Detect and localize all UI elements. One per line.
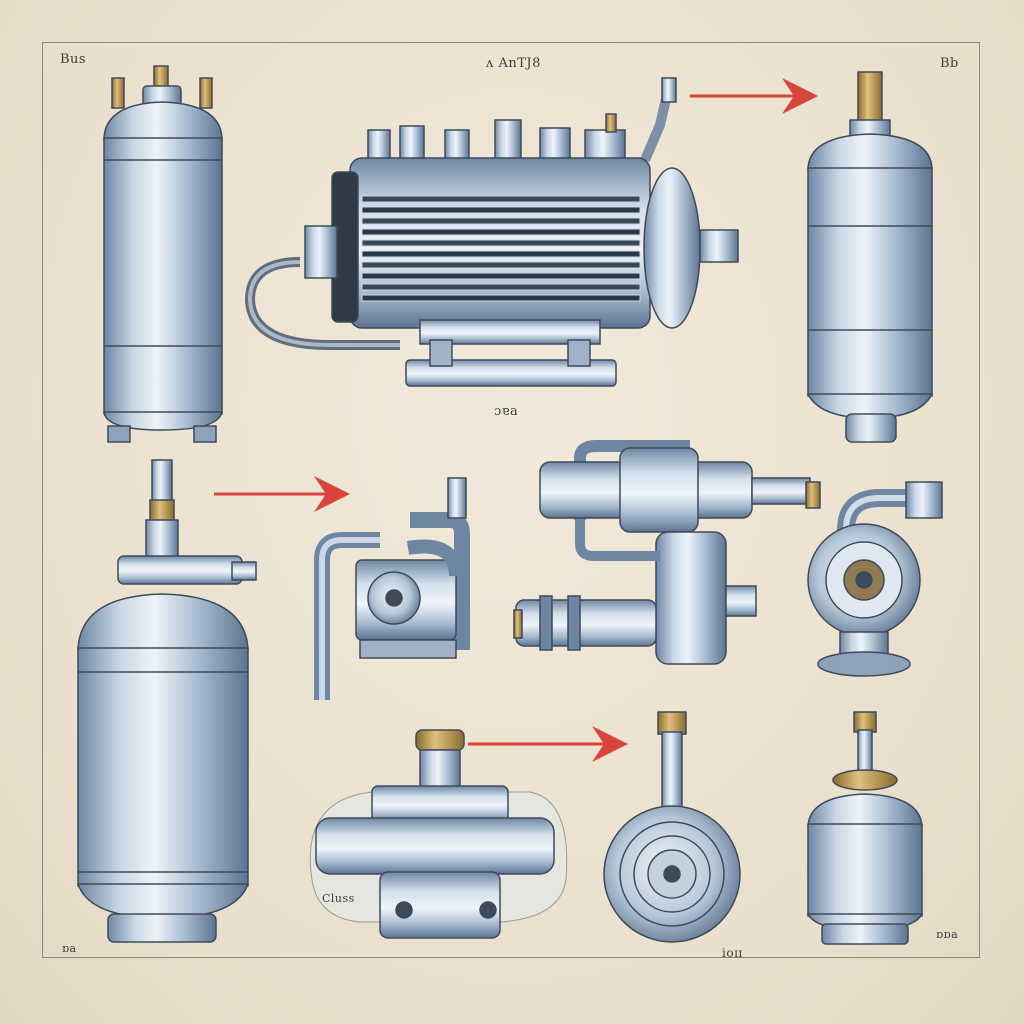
cooling-fin [361, 261, 641, 269]
label-under-motor: ɔɐa [494, 404, 519, 419]
label-bottom-left: ɒa [62, 942, 77, 955]
label-top-right: Bb [940, 56, 959, 71]
cooling-fin [361, 239, 641, 247]
cooling-fin [361, 250, 641, 258]
label-bottom-center: ioɪɪ [722, 946, 743, 960]
cooling-fin [361, 228, 641, 236]
small-accumulator-tank-icon [806, 711, 924, 945]
finned-compressor-motor-icon [244, 77, 739, 387]
cooling-fin [361, 217, 641, 225]
cooling-fin [361, 283, 641, 291]
tall-cylinder-tank-icon [103, 65, 223, 443]
cooling-fin [361, 206, 641, 214]
drawing-frame [42, 42, 980, 958]
receiver-tank-icon [806, 71, 934, 443]
label-top-left: Bus [60, 52, 87, 67]
large-pressure-vessel-icon [76, 459, 257, 943]
cooling-fin [361, 294, 641, 302]
small-impeller-pump-icon [807, 481, 943, 677]
centrifugal-pump-icon [309, 729, 568, 939]
valve-assembly-icon [314, 477, 470, 700]
label-pump-tag: Cluss [322, 892, 355, 905]
cooling-fin [361, 272, 641, 280]
pipe-coupling-icon [513, 440, 821, 665]
label-bottom-right: ɒɒa [936, 928, 959, 941]
cooling-fin [361, 195, 641, 203]
round-impeller-disc-icon [603, 711, 741, 943]
label-top-center: ʌ AnTJ8 [486, 56, 541, 71]
